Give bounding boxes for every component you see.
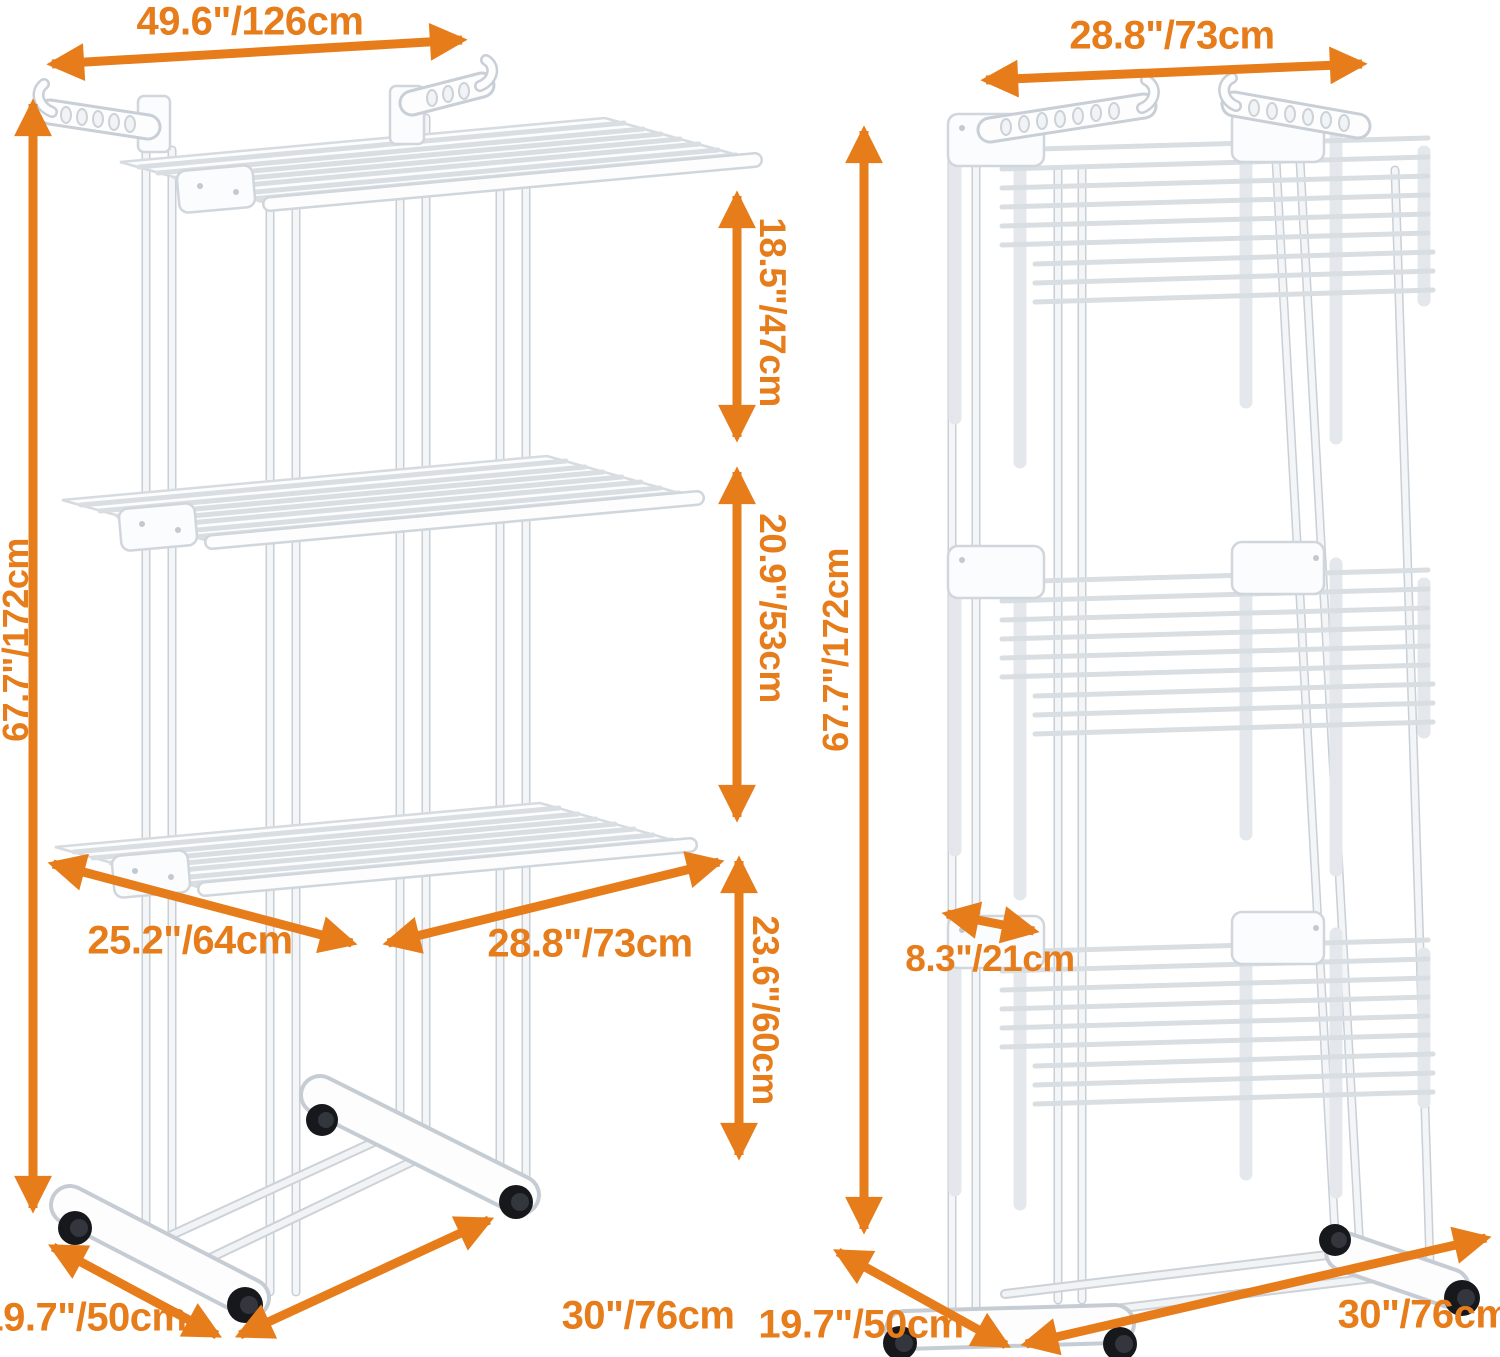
dim-label-expanded-base-width: 30"/76cm	[561, 1293, 735, 1338]
dim-label-expanded-base-depth: 19.7"/50cm	[0, 1295, 187, 1340]
folded-tier-3	[946, 910, 1436, 1211]
dim-arrow-expanded-top-width	[46, 23, 468, 81]
dim-label-expanded-gap1: 18.5"/47cm	[752, 217, 793, 407]
dim-arrow-folded-base-depth	[833, 1248, 1011, 1349]
dim-label-folded-height: 67.7"/172cm	[815, 548, 856, 752]
dim-label-expanded-top-width: 49.6"/126cm	[136, 0, 364, 44]
folded-hanger-arm-left	[976, 74, 1160, 144]
expanded-rack-illustration	[32, 54, 763, 1323]
dim-label-folded-base-width: 30"/76cm	[1337, 1292, 1500, 1337]
folded-tier-2	[946, 540, 1436, 901]
dim-label-expanded-gap3: 23.6"/60cm	[745, 915, 786, 1105]
dim-label-expanded-height: 67.7"/172cm	[0, 538, 36, 742]
dim-arrow-expanded-base-width	[234, 1215, 495, 1340]
dim-label-folded-base-depth: 19.7"/50cm	[758, 1302, 964, 1347]
dim-label-expanded-shelf-right: 28.8"/73cm	[487, 921, 693, 966]
expanded-hanger-arm-right	[388, 54, 499, 146]
dim-arrow-expanded-shelf-left	[47, 853, 358, 954]
dim-arrow-expanded-shelf-right	[382, 851, 725, 954]
folded-tier-1	[946, 108, 1436, 469]
expanded-wheel-3	[306, 1104, 338, 1136]
dim-arrow-expanded-base-depth	[48, 1243, 222, 1339]
dim-arrow-folded-depth	[941, 901, 1040, 944]
dim-label-expanded-gap2: 20.9"/53cm	[752, 513, 793, 703]
folded-hanger-arm-right	[1218, 72, 1372, 140]
expanded-rack-poles	[141, 113, 531, 1297]
dim-label-folded-top-width: 28.8"/73cm	[1069, 13, 1275, 58]
dim-arrow-folded-top-width	[980, 46, 1368, 98]
dimension-arrows	[14, 23, 1492, 1356]
dim-arrow-folded-base-width	[1020, 1226, 1492, 1356]
folded-rack-illustration	[883, 72, 1480, 1357]
folded-wheel-3	[1319, 1224, 1351, 1256]
expanded-wheel-2	[227, 1287, 263, 1323]
expanded-hanger-arm-left	[32, 78, 172, 154]
expanded-tier-2	[61, 454, 705, 552]
expanded-wheel-1	[58, 1211, 92, 1245]
expanded-wheel-4	[499, 1185, 533, 1219]
dim-label-folded-depth: 8.3"/21cm	[905, 938, 1075, 979]
expanded-tier-1	[119, 116, 763, 214]
dim-label-expanded-shelf-left: 25.2"/64cm	[87, 918, 293, 963]
